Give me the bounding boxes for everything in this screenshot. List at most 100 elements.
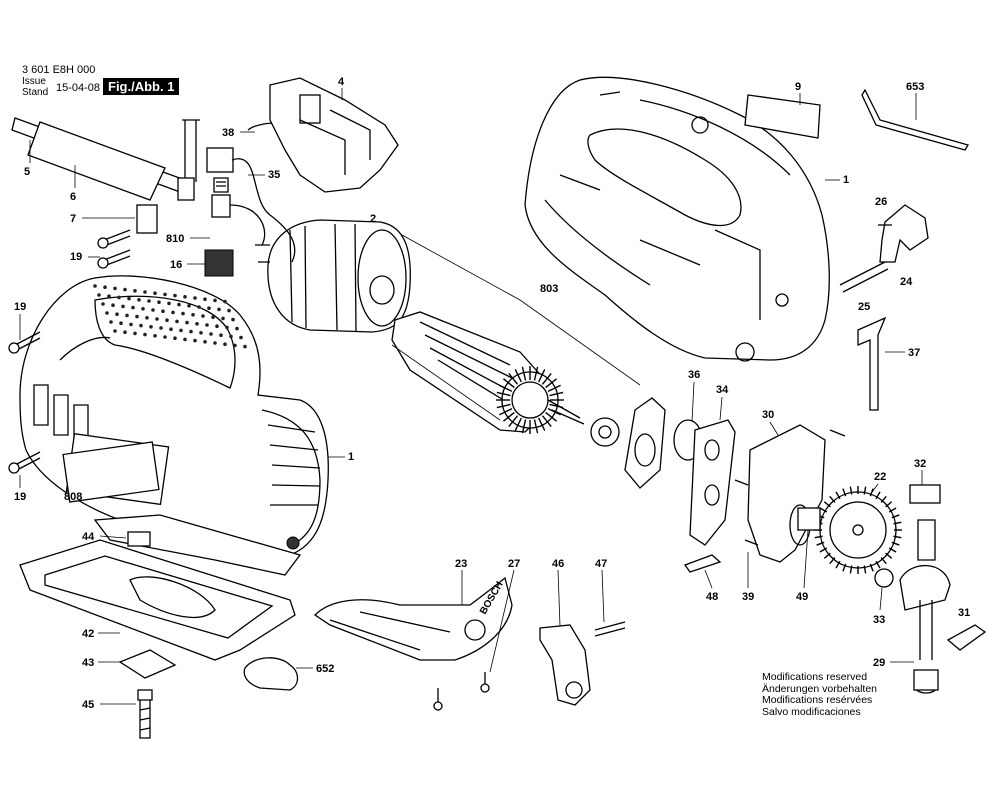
tooth — [549, 403, 564, 409]
grip-dot — [177, 302, 181, 307]
grip-dot — [227, 308, 231, 313]
grip-dot — [207, 306, 211, 311]
grip-dot — [117, 295, 121, 300]
tooth — [835, 491, 841, 500]
callout-6: 6 — [70, 191, 76, 203]
chip-guard-part — [243, 657, 299, 691]
tooth — [533, 419, 539, 434]
allen-key-part — [861, 88, 969, 151]
grip-dot — [111, 303, 115, 308]
tooth — [823, 552, 831, 559]
grip-dot — [127, 296, 131, 301]
grip-dot — [199, 331, 203, 335]
gear-part — [819, 491, 897, 569]
callout-32: 32 — [914, 458, 926, 470]
grip-dot — [215, 324, 219, 329]
tooth — [863, 565, 867, 574]
callout-23: 23 — [455, 558, 467, 570]
roller — [565, 681, 583, 699]
grip-dot — [147, 299, 151, 303]
issue-label: Issue — [22, 76, 46, 87]
callout-36: 36 — [688, 369, 700, 381]
roller-bracket-part — [539, 624, 591, 706]
stand-label: Stand — [22, 87, 49, 98]
callout-29: 29 — [873, 657, 885, 669]
tooth — [499, 408, 513, 416]
clamp-lever-part — [946, 624, 987, 651]
grip-dot — [135, 314, 139, 319]
document-number: 3 601 E8H 000 — [22, 64, 96, 76]
tooth — [538, 417, 546, 431]
callout-803: 803 — [540, 283, 558, 295]
grip-dot — [173, 293, 177, 298]
bearing-holder-part — [624, 397, 666, 489]
grip-dot — [165, 318, 169, 323]
callout-808: 808 — [64, 491, 82, 503]
tooth — [545, 411, 558, 422]
grip-dot — [115, 312, 119, 317]
callout-39: 39 — [742, 591, 754, 603]
tooth — [888, 547, 897, 553]
grip-dot — [235, 326, 239, 331]
grip-dot — [183, 337, 187, 342]
grip-dot — [123, 330, 127, 335]
guide-plate-part — [689, 419, 736, 546]
grip-dot — [191, 313, 195, 317]
grip-dot — [203, 340, 207, 344]
callout-47: 47 — [595, 558, 607, 570]
grip-dot — [219, 333, 223, 338]
tooth — [814, 535, 823, 539]
grip-dot — [185, 320, 189, 325]
armature-part — [391, 311, 585, 434]
grip-dot — [179, 328, 183, 333]
grip-dot — [139, 323, 143, 328]
tooth — [829, 557, 836, 565]
callout-19: 19 — [14, 491, 26, 503]
rod-part — [839, 261, 889, 293]
shoe-bracket — [127, 531, 151, 547]
grip-dot — [119, 321, 123, 326]
grip-dot — [225, 325, 229, 330]
handle-grip-texture — [93, 284, 247, 349]
grip-dot — [193, 296, 197, 300]
grip-dot — [143, 290, 147, 294]
grip-dot — [113, 286, 117, 291]
grip-dot — [205, 323, 209, 327]
grip-dot — [159, 326, 163, 330]
callout-46: 46 — [552, 558, 564, 570]
callout-37: 37 — [908, 347, 920, 359]
notice-line-de: Änderungen vorbehalten — [762, 682, 878, 695]
callout-2: 2 — [370, 213, 376, 225]
grip-dot — [155, 317, 159, 321]
tooth — [819, 507, 828, 513]
plunger-rod-parts — [11, 117, 200, 201]
saw-guard-part: BOSCH — [313, 576, 513, 661]
tooth — [538, 369, 546, 383]
socket-screw-part — [137, 689, 153, 739]
tooth — [893, 535, 902, 539]
callout-26: 26 — [875, 196, 887, 208]
grip-dot — [121, 304, 125, 309]
nameplate-part — [744, 94, 821, 139]
label-plate-part — [62, 441, 160, 503]
grip-dot — [125, 313, 129, 318]
callout-5: 5 — [24, 166, 30, 178]
grip-dot — [97, 293, 101, 297]
grip-dot — [193, 338, 197, 343]
tooth — [545, 378, 558, 389]
clamp-plate-part — [118, 649, 177, 679]
grip-dot — [217, 307, 221, 312]
callout-35: 35 — [268, 169, 280, 181]
tooth — [533, 366, 539, 381]
tooth — [863, 486, 867, 495]
callout-4: 4 — [338, 76, 345, 88]
callout-25: 25 — [858, 301, 870, 313]
grip-dot — [187, 304, 191, 308]
grip-dot — [189, 329, 193, 334]
tooth — [819, 547, 828, 553]
grip-dot — [113, 329, 117, 333]
grip-dot — [171, 310, 175, 315]
leaf-spring-part — [857, 316, 887, 411]
modifications-notice: Modifications reserved Änderungen vorbeh… — [762, 671, 878, 718]
